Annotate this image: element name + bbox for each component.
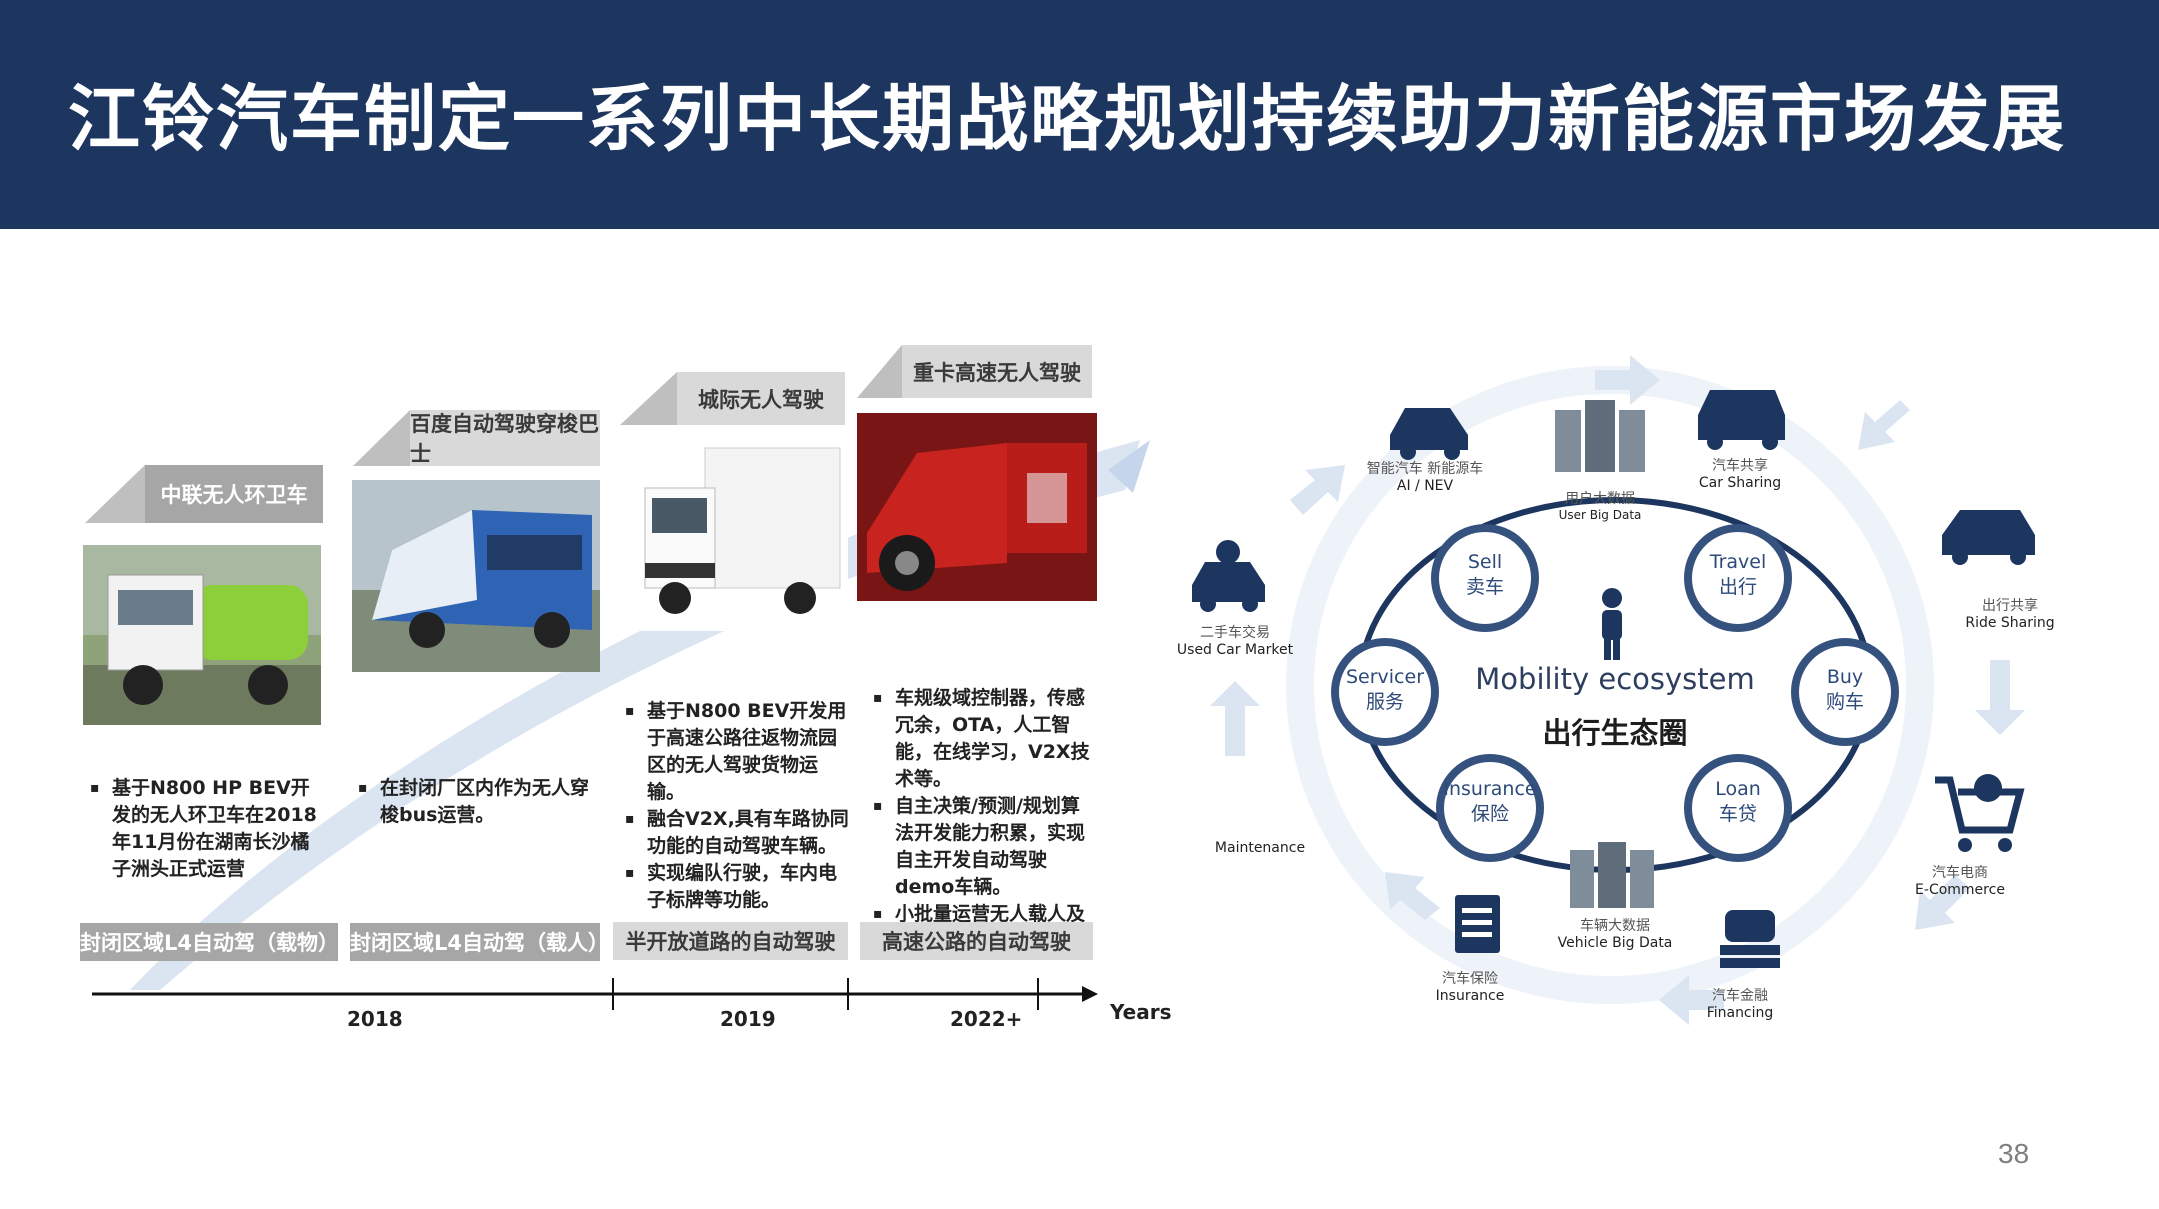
- year-2019: 2019: [720, 1007, 776, 1031]
- page-title: 江铃汽车制定一系列中长期战略规划持续助力新能源市场发展: [68, 77, 2067, 161]
- stage-1-bullets: 基于N800 HP BEV开发的无人环卫车在2018年11月份在湖南长沙橘子洲头…: [90, 775, 320, 883]
- bullet-item: 车规级域控制器，传感冗余，OTA，人工智能，在线学习，V2X技术等。: [873, 685, 1095, 793]
- bullet-item: 自主决策/预测/规划算法开发能力积累，实现自主开发自动驾驶demo车辆。: [873, 793, 1095, 901]
- stage-2-bullets: 在封闭厂区内作为无人穿梭bus运营。: [358, 775, 598, 829]
- bullet-item: 融合V2X,具有车路协同功能的自动驾驶车辆。: [625, 806, 850, 860]
- label-maintenance: Maintenance: [1214, 840, 1306, 856]
- sanitation-truck-photo: [83, 545, 321, 725]
- heavy-truck-photo: [857, 413, 1097, 601]
- stage-tab-4: 重卡高速无人驾驶: [902, 345, 1092, 398]
- category-box-4: 高速公路的自动驾驶: [860, 922, 1093, 960]
- ecosystem-center-en: Mobility ecosystem: [1475, 662, 1755, 696]
- shuttle-bus-photo: [352, 480, 600, 672]
- stage-4-bullets: 车规级域控制器，传感冗余，OTA，人工智能，在线学习，V2X技术等。 自主决策/…: [873, 685, 1095, 955]
- timeline-axis: [92, 978, 1098, 1010]
- years-axis-label: Years: [1110, 1000, 1172, 1024]
- category-box-2: 封闭区域L4自动驾（载人）: [350, 923, 609, 961]
- stage-tab-3: 城际无人驾驶: [677, 372, 845, 425]
- stage-tab-1: 中联无人环卫车: [145, 465, 323, 523]
- bullet-item: 基于N800 HP BEV开发的无人环卫车在2018年11月份在湖南长沙橘子洲头…: [90, 775, 320, 883]
- category-box-3: 半开放道路的自动驾驶: [613, 922, 848, 960]
- ecosystem-center-cn: 出行生态圈: [1542, 716, 1688, 750]
- box-truck-photo: [620, 438, 848, 631]
- bullet-item: 在封闭厂区内作为无人穿梭bus运营。: [358, 775, 598, 829]
- year-2022: 2022+: [950, 1007, 1023, 1031]
- stage-tab-2: 百度自动驾驶穿梭巴士: [410, 410, 600, 466]
- title-banner: 江铃汽车制定一系列中长期战略规划持续助力新能源市场发展: [0, 0, 2159, 229]
- ecosystem-diagram: [1192, 355, 2035, 1025]
- stage-3-bullets: 基于N800 BEV开发用于高速公路往返物流园区的无人驾驶货物运输。 融合V2X…: [625, 698, 850, 914]
- page-number: 38: [1998, 1138, 2030, 1169]
- year-2018: 2018: [347, 1007, 403, 1031]
- tab-decorations: [85, 345, 902, 523]
- category-box-1: 封闭区域L4自动驾（载物）: [80, 923, 339, 961]
- bullet-item: 基于N800 BEV开发用于高速公路往返物流园区的无人驾驶货物运输。: [625, 698, 850, 806]
- person-icon: [1602, 588, 1622, 660]
- bullet-item: 实现编队行驶，车内电子标牌等功能。: [625, 860, 850, 914]
